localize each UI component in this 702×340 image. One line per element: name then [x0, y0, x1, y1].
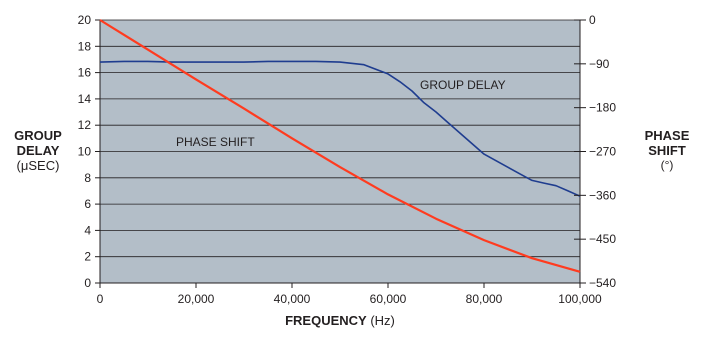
- annotation-phase-shift: PHASE SHIFT: [176, 135, 255, 149]
- x-tick-label: 0: [97, 292, 104, 306]
- y-right-tick-label: −540: [589, 276, 616, 290]
- x-axis-unit: (Hz): [370, 313, 395, 328]
- tick-labels: 0 2 4 6 8 10 12 14 16 18 20 0 −90 −180 −270 −360 −450 −54…: [78, 13, 617, 306]
- y-left-unit: (μSEC): [16, 158, 60, 173]
- series-lines: [99, 19, 581, 273]
- gridlines: [100, 19, 580, 284]
- x-tick-label: 20,000: [178, 292, 215, 306]
- series-phase-shift: [99, 19, 581, 273]
- annotations: GROUP DELAY PHASE SHIFT: [176, 78, 506, 149]
- y-right-tick-label: 0: [589, 13, 596, 27]
- y-left-title-line-1: GROUP: [14, 128, 62, 143]
- y-left-tick-label: 0: [84, 276, 91, 290]
- y-left-title-line-2: DELAY: [16, 143, 60, 158]
- x-tick-label: 60,000: [370, 292, 407, 306]
- series-group-delay: [99, 60, 581, 197]
- x-tick-label: 40,000: [274, 292, 311, 306]
- y-right-tick-label: −180: [589, 101, 616, 115]
- x-tick-label: 80,000: [466, 292, 503, 306]
- y-left-tick-label: 20: [78, 13, 92, 27]
- y-left-tick-label: 14: [78, 92, 92, 106]
- y-right-unit: (°): [660, 158, 674, 172]
- y-axis-right-title: PHASE SHIFT (°): [636, 128, 698, 173]
- y-left-tick-label: 12: [78, 118, 92, 132]
- x-axis-title-text: FREQUENCY: [285, 313, 367, 328]
- y-right-tick-label: −270: [589, 145, 616, 159]
- y-right-tick-label: −360: [589, 188, 616, 202]
- y-left-tick-label: 10: [78, 145, 92, 159]
- y-left-tick-label: 18: [78, 39, 92, 53]
- y-right-title-line-1: PHASE: [644, 128, 690, 143]
- y-right-tick-label: −450: [589, 232, 616, 246]
- y-right-tick-label: −90: [589, 57, 610, 71]
- y-left-tick-label: 2: [84, 250, 91, 264]
- x-tick-label: 100,000: [558, 292, 602, 306]
- x-axis-title: FREQUENCY (Hz): [240, 313, 440, 328]
- y-left-tick-label: 8: [84, 171, 91, 185]
- y-right-title-line-2: SHIFT: [648, 143, 686, 158]
- y-left-tick-label: 16: [78, 66, 92, 80]
- y-axis-left-title: GROUP DELAY (μSEC): [0, 128, 76, 173]
- y-left-tick-label: 4: [84, 223, 91, 237]
- y-left-tick-label: 6: [84, 197, 91, 211]
- annotation-group-delay: GROUP DELAY: [420, 78, 506, 92]
